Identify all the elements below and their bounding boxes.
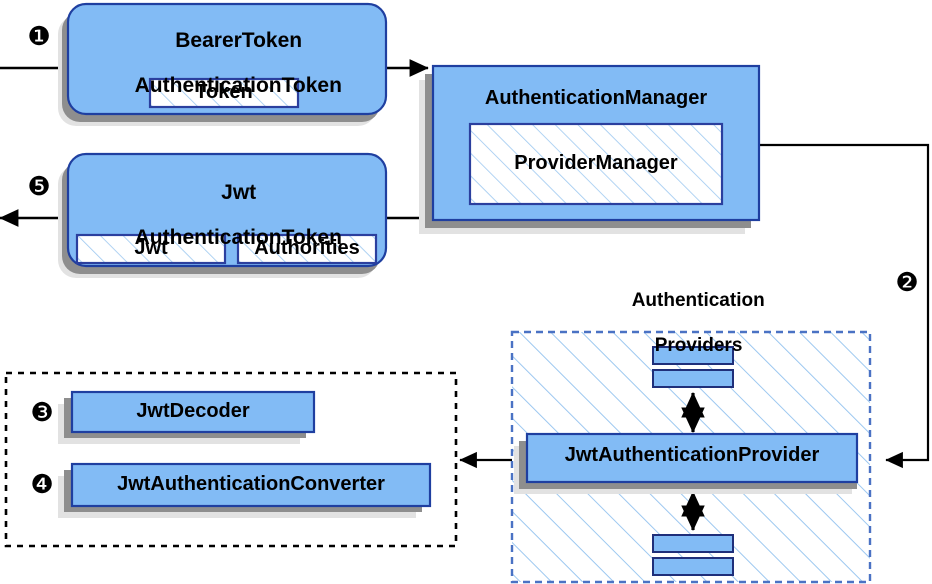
jwt-authentication-converter-node[interactable] bbox=[70, 462, 432, 508]
authentication-manager-node[interactable] bbox=[431, 64, 761, 222]
jwt-authentication-provider-node[interactable] bbox=[525, 432, 859, 484]
step-marker-5: ❺ bbox=[27, 172, 51, 202]
step-marker-4: ❹ bbox=[30, 470, 54, 500]
provider-placeholder-bottom bbox=[652, 534, 734, 576]
bearer-token-node[interactable] bbox=[66, 2, 388, 116]
step-marker-2: ❷ bbox=[895, 268, 919, 298]
provider-placeholder-top bbox=[652, 346, 734, 388]
jwt-authentication-token-node[interactable] bbox=[66, 152, 388, 268]
connector-manager-to-provider bbox=[758, 143, 930, 469]
jwt-decoder-node[interactable] bbox=[70, 390, 316, 434]
step-marker-1: ❶ bbox=[27, 22, 51, 52]
step-marker-3: ❸ bbox=[30, 398, 54, 428]
